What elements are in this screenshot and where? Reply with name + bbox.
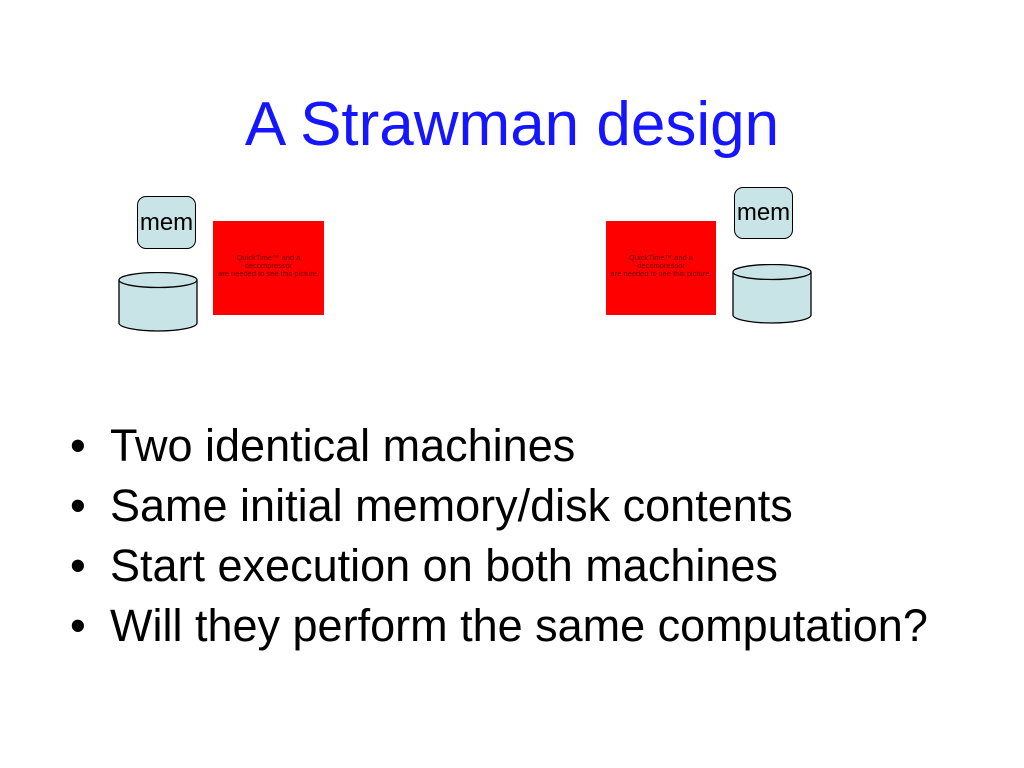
right-memory-label: mem <box>736 199 791 226</box>
right-memory-box: mem <box>734 187 793 239</box>
bullet-item: • Will they perform the same computation… <box>70 596 928 656</box>
placeholder-line: QuickTime™ and a <box>236 253 301 262</box>
left-quicktime-placeholder-image: QuickTime™ and a decompressor are needed… <box>213 221 324 315</box>
bullet-icon: • <box>70 420 86 471</box>
left-memory-label: mem <box>139 208 194 236</box>
left-disk-cylinder-icon <box>118 272 198 332</box>
left-memory-box: mem <box>137 196 196 249</box>
bullet-text: Start execution on both machines <box>110 540 778 591</box>
placeholder-line: QuickTime™ and a <box>629 253 693 262</box>
bullet-item: • Two identical machines <box>70 416 928 476</box>
bullet-list: • Two identical machines • Same initial … <box>70 416 928 656</box>
placeholder-line: decompressor <box>637 261 685 270</box>
placeholder-line: are needed to see this picture. <box>610 269 712 278</box>
bullet-icon: • <box>70 540 86 591</box>
right-disk-cylinder-icon <box>732 264 812 324</box>
bullet-text: Same initial memory/disk contents <box>110 480 793 531</box>
bullet-item: • Same initial memory/disk contents <box>70 476 928 536</box>
slide-title: A Strawman design <box>244 90 780 159</box>
bullet-icon: • <box>70 600 86 651</box>
bullet-icon: • <box>70 480 86 531</box>
bullet-text: Two identical machines <box>110 420 576 471</box>
bullet-item: • Start execution on both machines <box>70 536 928 596</box>
placeholder-line: decompressor <box>244 261 293 270</box>
right-quicktime-placeholder-image: QuickTime™ and a decompressor are needed… <box>606 221 716 315</box>
bullet-text: Will they perform the same computation? <box>110 600 928 651</box>
placeholder-line: are needed to see this picture. <box>218 269 319 278</box>
